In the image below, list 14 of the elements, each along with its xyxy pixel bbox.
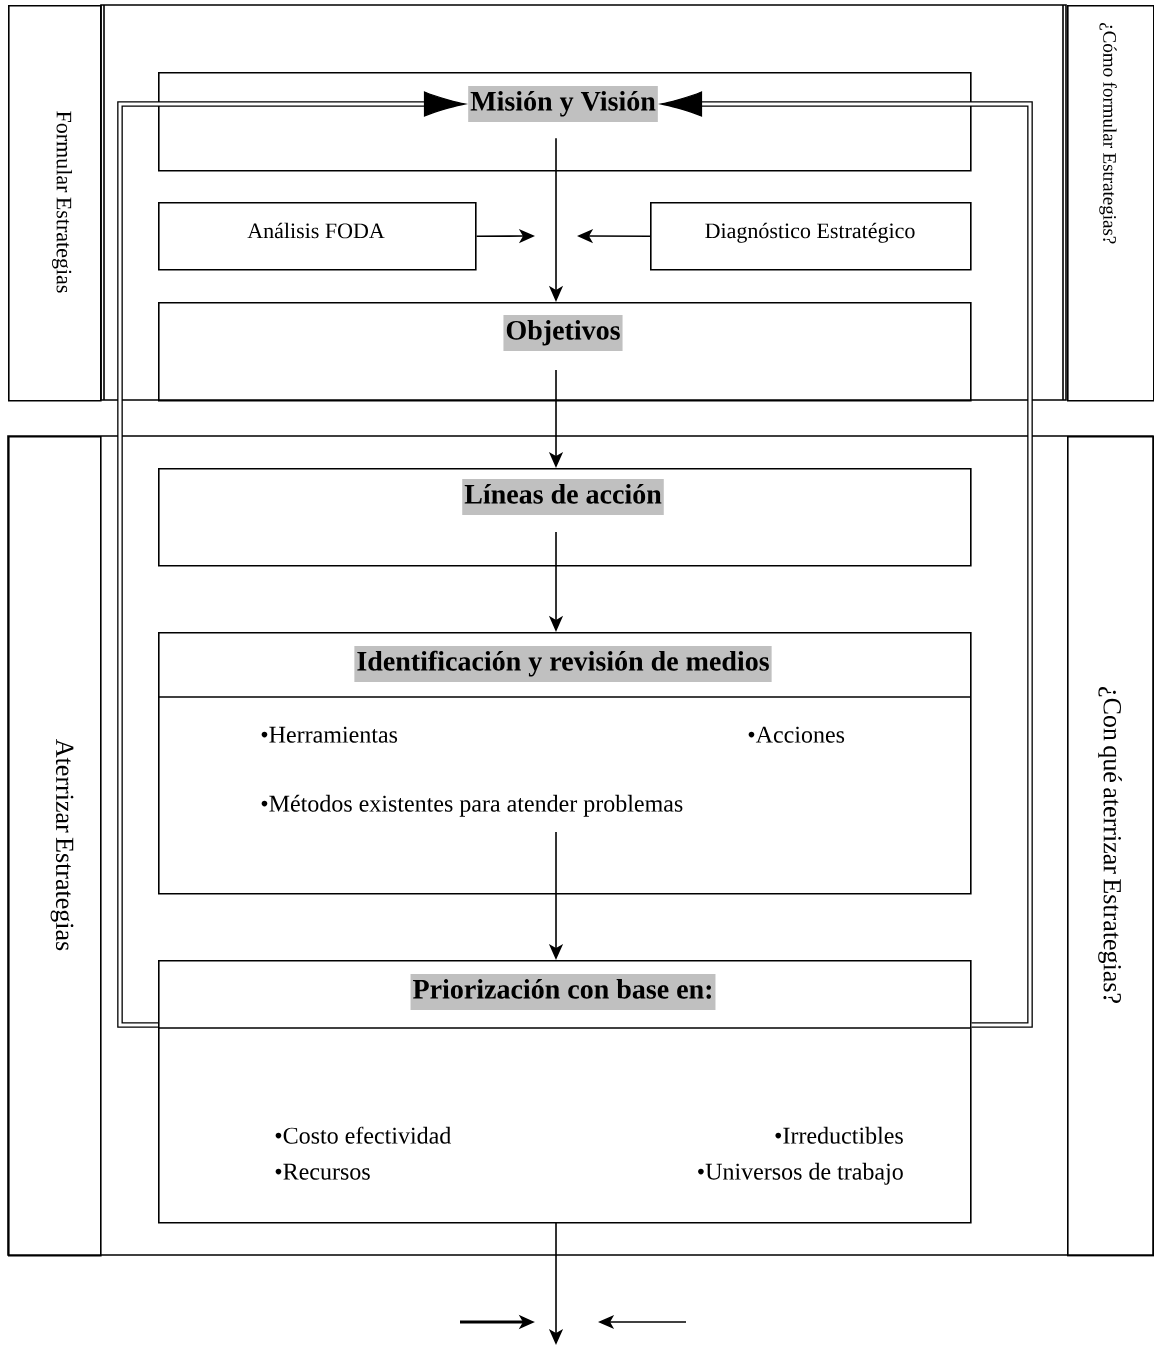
side-band: ¿Con qué aterrizar Estrategias? — [1067, 436, 1154, 1257]
side-band: Aterrizar Estrategias — [8, 436, 102, 1257]
process-box: Líneas de acción — [158, 468, 972, 567]
process-box: Identificación y revisión de medios •Herramientas •Acciones •Métodos existentes para atender problemas — [157, 632, 972, 895]
process-box: Objetivos — [158, 302, 972, 402]
process-box: Análisis FODA — [158, 202, 477, 271]
side-band: Formular Estrategias — [8, 5, 102, 402]
arrow — [117, 91, 466, 1028]
process-box: Diagnóstico Estratégico — [650, 202, 972, 271]
title-label: Misión y Visión — [468, 85, 658, 123]
side-band: ¿Cómo formular Estrategias? — [1067, 5, 1154, 402]
process-box — [158, 72, 972, 172]
process-box: Priorización con base en: •Costo efectividad •Irreductibles •Recursos •Universos de trabajo — [157, 960, 972, 1224]
arrow — [660, 91, 1033, 1028]
